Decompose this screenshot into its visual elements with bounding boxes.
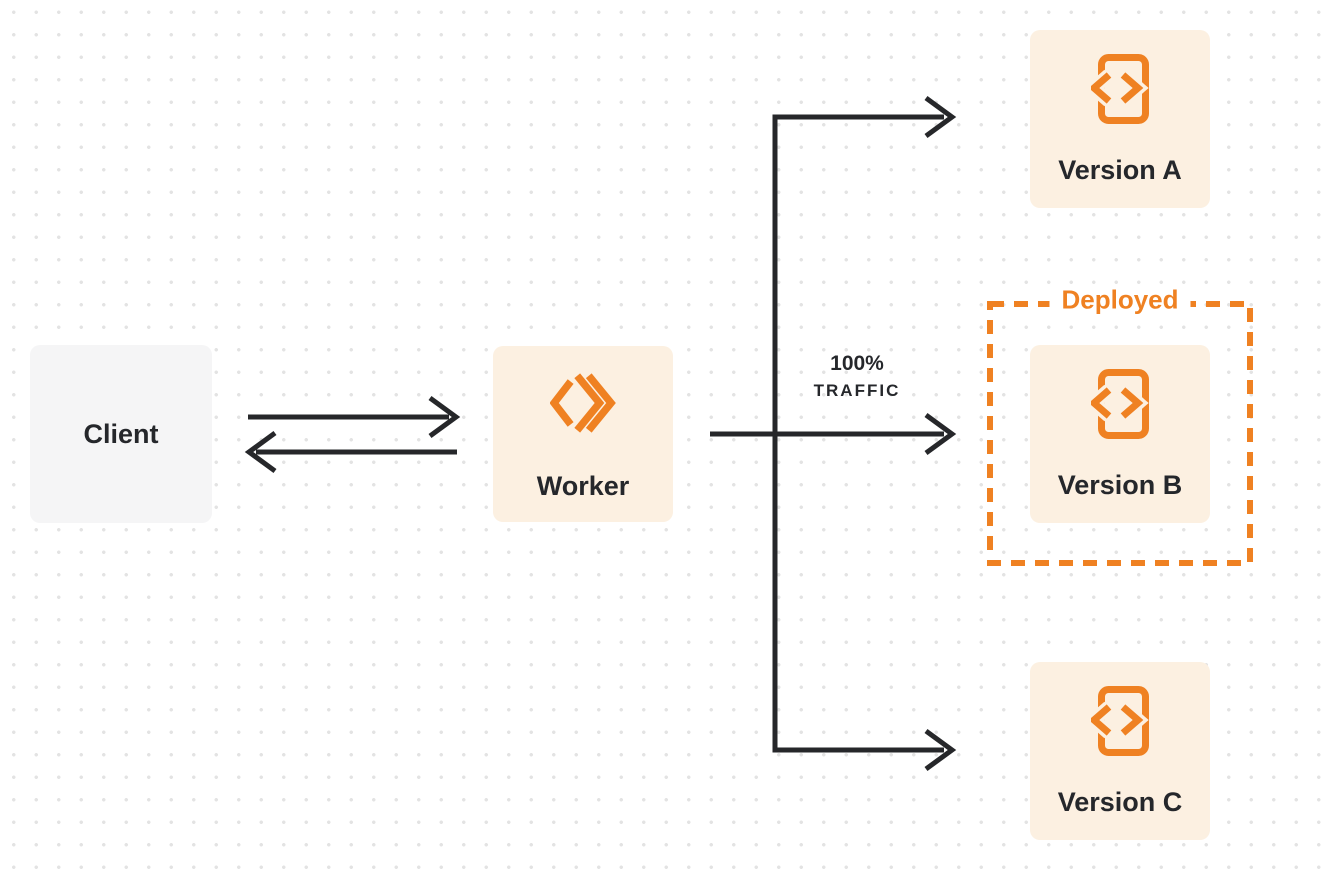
traffic-percentage-label: 100% TRAFFIC <box>782 350 932 404</box>
arrowhead-to-version-c <box>924 728 957 772</box>
deployed-label: Deployed <box>1049 284 1191 316</box>
worker-node: Worker <box>493 346 673 522</box>
code-file-icon <box>1083 366 1149 447</box>
version-c-node: Version C <box>1030 662 1210 840</box>
code-file-icon <box>1083 51 1149 132</box>
worker-label: Worker <box>536 471 630 502</box>
client-label: Client <box>83 418 159 449</box>
traffic-word-text: TRAFFIC <box>813 381 901 400</box>
arrowhead-to-version-b <box>924 412 957 456</box>
client-node: Client <box>30 345 212 523</box>
version-b-node: Version B <box>1030 345 1210 523</box>
traffic-percent-text: 100% <box>830 352 884 375</box>
version-a-label: Version A <box>1058 155 1182 186</box>
version-c-label: Version C <box>1057 787 1183 818</box>
deployed-group: Deployed Version B <box>987 284 1253 566</box>
arrowhead-to-version-a <box>924 95 957 139</box>
code-file-icon <box>1083 683 1149 764</box>
traffic-branch-trunk <box>710 114 944 753</box>
arrow-worker-to-client <box>244 430 457 474</box>
version-a-node: Version A <box>1030 30 1210 208</box>
version-b-label: Version B <box>1057 470 1183 501</box>
cloudflare-workers-logo-icon <box>549 365 616 446</box>
arrow-client-to-worker <box>248 395 461 439</box>
